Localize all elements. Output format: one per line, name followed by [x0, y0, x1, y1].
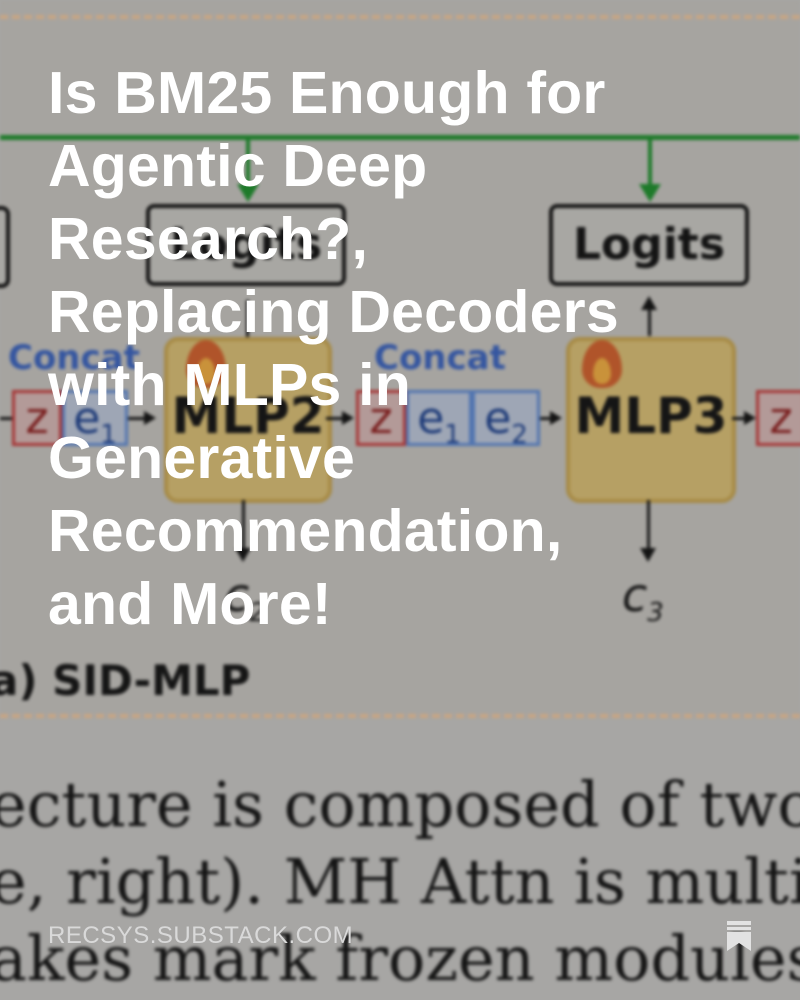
logits-box-2: Logits: [146, 204, 346, 286]
mlp3-block: MLP3: [566, 337, 736, 503]
green-connector-drop-1: [246, 138, 250, 188]
flame-icon: [582, 340, 622, 388]
e2-cell-2: e2: [472, 390, 540, 450]
mlp2-block: MLP2: [164, 337, 332, 503]
arrow-shaft-out-mlp2: [326, 417, 346, 420]
e1-cell-2: e1: [406, 390, 472, 450]
arrow-shaft-down-2: [242, 500, 245, 550]
arrow-shaft-up-3: [648, 310, 651, 336]
bookmark-icon[interactable]: [726, 920, 752, 952]
c3-label: c3: [622, 568, 664, 629]
publication-domain[interactable]: RECSYS.SUBSTACK.COM: [48, 922, 354, 949]
arrow-shaft-into-mlp2: [128, 417, 144, 420]
arrow-into-mlp2: [144, 411, 156, 425]
caption-line-3: akes mark frozen modules, an: [0, 922, 800, 995]
e1-cell-1: e1: [62, 390, 128, 450]
arrow-down-3: [640, 548, 656, 562]
arrow-up-3: [641, 296, 657, 310]
arrow-into-mlp3: [550, 411, 562, 425]
arrow-shaft-up-2: [246, 300, 249, 338]
caption-line-2: e, right). MH Attn is multi-he: [0, 845, 800, 918]
arrow-shaft-into-mlp3: [540, 417, 552, 420]
arrow-down-2: [235, 548, 251, 562]
concat-label-1: Concat: [8, 338, 140, 378]
c2-label: c2: [224, 568, 266, 629]
arrow-shaft-down-3: [647, 500, 650, 550]
z-cell-3: z: [756, 390, 800, 446]
arrow-shaft-left-edge: [0, 417, 12, 420]
dashed-border-bottom: [0, 714, 800, 718]
green-arrow-2: [639, 184, 661, 202]
green-arrow-1: [237, 184, 259, 202]
dashed-border-top: [0, 15, 800, 19]
z-cell-1: z: [12, 390, 62, 446]
figure-panel-caption: a) SID-MLP: [0, 656, 251, 705]
arrow-out-mlp3: [744, 411, 756, 425]
z-cell-2: z: [356, 390, 406, 446]
arrow-out-mlp2: [342, 411, 354, 425]
caption-line-1: ecture is composed of two com: [0, 768, 800, 841]
logits-box-partial: [0, 206, 10, 288]
post-title[interactable]: Is BM25 Enough for Agentic Deep Research…: [48, 60, 619, 637]
arrow-shaft-out-mlp3: [732, 417, 746, 420]
concat-label-2: Concat: [374, 338, 506, 378]
green-connector-drop-2: [648, 138, 652, 188]
flame-icon: [186, 340, 226, 388]
logits-box-3: Logits: [549, 204, 749, 286]
green-connector-line: [0, 135, 800, 140]
